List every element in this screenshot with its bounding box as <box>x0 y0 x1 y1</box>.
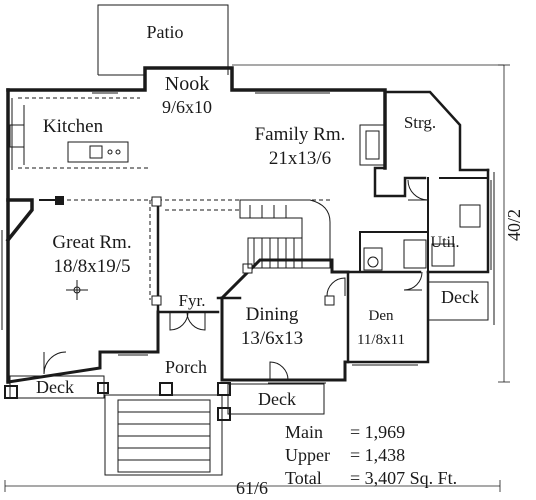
dimension-lines <box>4 64 510 492</box>
dining-size: 13/6x13 <box>241 328 303 349</box>
nook-label: Nook <box>165 73 209 95</box>
interior-walls <box>39 177 489 364</box>
great-room-label: Great Rm. <box>52 232 131 253</box>
depth-dimension: 40/2 <box>504 209 524 241</box>
area-upper-value: = 1,438 <box>350 445 405 465</box>
kitchen-label: Kitchen <box>43 116 104 137</box>
exterior-walls <box>5 66 490 384</box>
storage-label: Strg. <box>404 113 436 132</box>
deck-left-label: Deck <box>36 377 74 397</box>
doors <box>43 179 429 381</box>
area-upper-label: Upper <box>285 445 330 465</box>
utility-label: Util. <box>431 234 460 251</box>
area-total-value: = 3,407 Sq. Ft. <box>350 468 457 488</box>
stair <box>239 199 331 269</box>
dining-label: Dining <box>246 304 299 325</box>
area-main-value: = 1,969 <box>350 422 405 442</box>
nook-size: 9/6x10 <box>162 97 212 117</box>
bath-fixtures <box>363 204 481 271</box>
foyer-label: Fyr. <box>179 291 206 310</box>
deck-center-label: Deck <box>258 389 296 409</box>
deck-right-label: Deck <box>441 287 479 307</box>
great-room-size: 18/8x19/5 <box>53 256 130 277</box>
family-room-label: Family Rm. <box>255 124 346 145</box>
den-label: Den <box>369 308 394 324</box>
porch-label: Porch <box>165 357 207 377</box>
patio-outline <box>97 4 229 76</box>
patio-label: Patio <box>146 22 183 42</box>
ceiling-fixture <box>66 280 88 300</box>
width-dimension: 61/6 <box>236 478 268 498</box>
area-total-label: Total <box>285 468 322 488</box>
fireplace <box>359 124 386 166</box>
windows <box>1 92 492 384</box>
area-main-label: Main <box>285 422 323 442</box>
den-size: 11/8x11 <box>357 332 405 348</box>
decks <box>9 172 495 415</box>
kitchen-fixtures <box>9 98 129 170</box>
area-summary: Main = 1,969 Upper = 1,438 Total = 3,407… <box>285 422 457 488</box>
family-room-size: 21x13/6 <box>269 148 331 169</box>
porch-stairs <box>104 394 223 476</box>
